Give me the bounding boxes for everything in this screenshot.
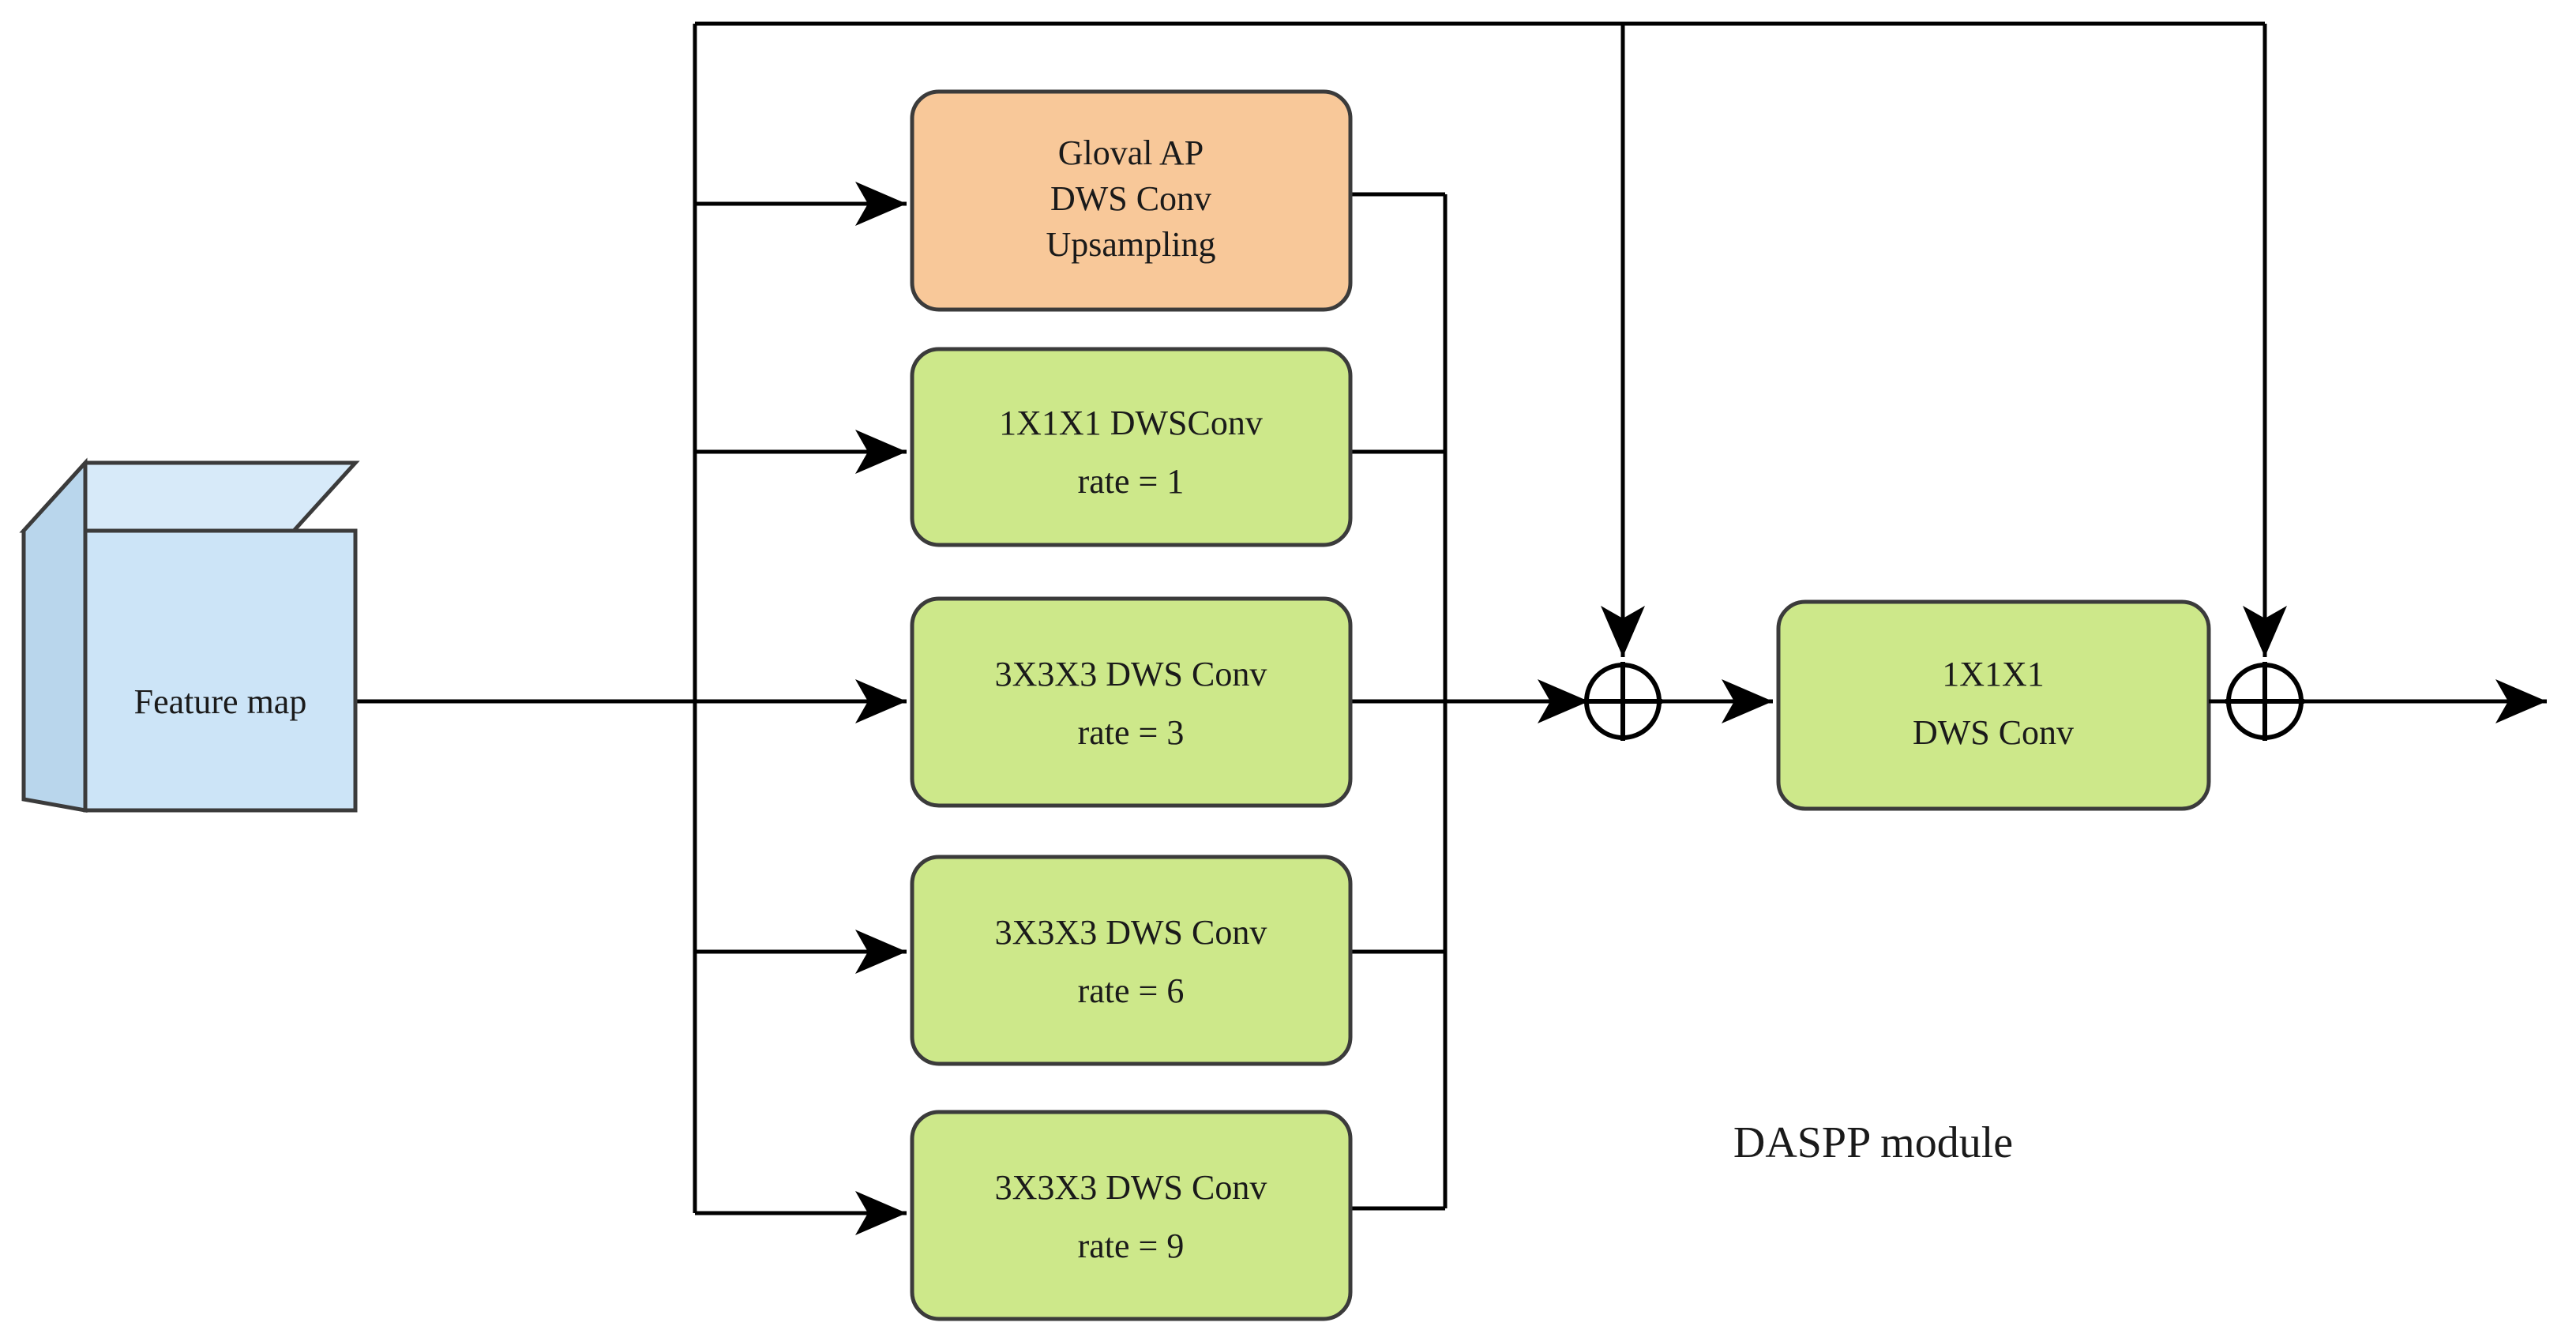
sum-node-2[interactable] [2225, 662, 2304, 741]
block-final-conv-line-2: DWS Conv [1913, 713, 2074, 752]
branch-rate-3-box[interactable] [910, 596, 1353, 808]
branch-global-ap-line-1: Gloval AP [1058, 133, 1204, 172]
branch-rate-9-line-1: 3X3X3 DWS Conv [995, 1168, 1267, 1207]
branch-rate-6-line-1: 3X3X3 DWS Conv [995, 913, 1267, 952]
branch-rate-3-line-2: rate = 3 [1078, 713, 1185, 752]
cube-side-face [21, 457, 88, 813]
diagram-caption: DASPP module [1733, 1118, 2013, 1167]
branch-rate-9-box[interactable] [910, 1110, 1353, 1321]
branch-rate-3-line-1: 3X3X3 DWS Conv [995, 655, 1267, 693]
branch-rate-6-box[interactable] [910, 855, 1353, 1066]
branch-rate-6-line-2: rate = 6 [1078, 971, 1185, 1010]
branch-rate-6[interactable]: 3X3X3 DWS Conv rate = 6 [910, 855, 1353, 1066]
branch-rate-1-box[interactable] [910, 347, 1353, 547]
block-final-conv-box[interactable] [1776, 599, 2211, 811]
branch-global-ap[interactable]: Gloval AP DWS Conv Upsampling [910, 89, 1353, 312]
branch-rate-1[interactable]: 1X1X1 DWSConv rate = 1 [910, 347, 1353, 547]
skip-connection-bus [695, 21, 2287, 657]
branch-rate-9-line-2: rate = 9 [1078, 1227, 1185, 1265]
cube-front-face [83, 528, 358, 813]
branch-rate-1-line-2: rate = 1 [1078, 462, 1185, 501]
feature-map-label: Feature map [134, 682, 307, 721]
feature-map-cube: Feature map [19, 457, 360, 813]
branch-global-ap-line-2: DWS Conv [1050, 179, 1211, 218]
input-distribution-spine [332, 24, 907, 1235]
branch-rate-1-line-1: 1X1X1 DWSConv [999, 404, 1263, 442]
branch-merge-bus [1352, 192, 1589, 1211]
sum-node-1[interactable] [1583, 662, 1662, 741]
branch-rate-9[interactable]: 3X3X3 DWS Conv rate = 9 [910, 1110, 1353, 1321]
branch-global-ap-box[interactable] [910, 89, 1353, 312]
branch-global-ap-line-3: Upsampling [1046, 225, 1215, 264]
block-final-conv[interactable]: 1X1X1 DWS Conv [1776, 599, 2211, 811]
block-final-conv-line-1: 1X1X1 [1942, 655, 2045, 693]
branch-rate-3[interactable]: 3X3X3 DWS Conv rate = 3 [910, 596, 1353, 808]
